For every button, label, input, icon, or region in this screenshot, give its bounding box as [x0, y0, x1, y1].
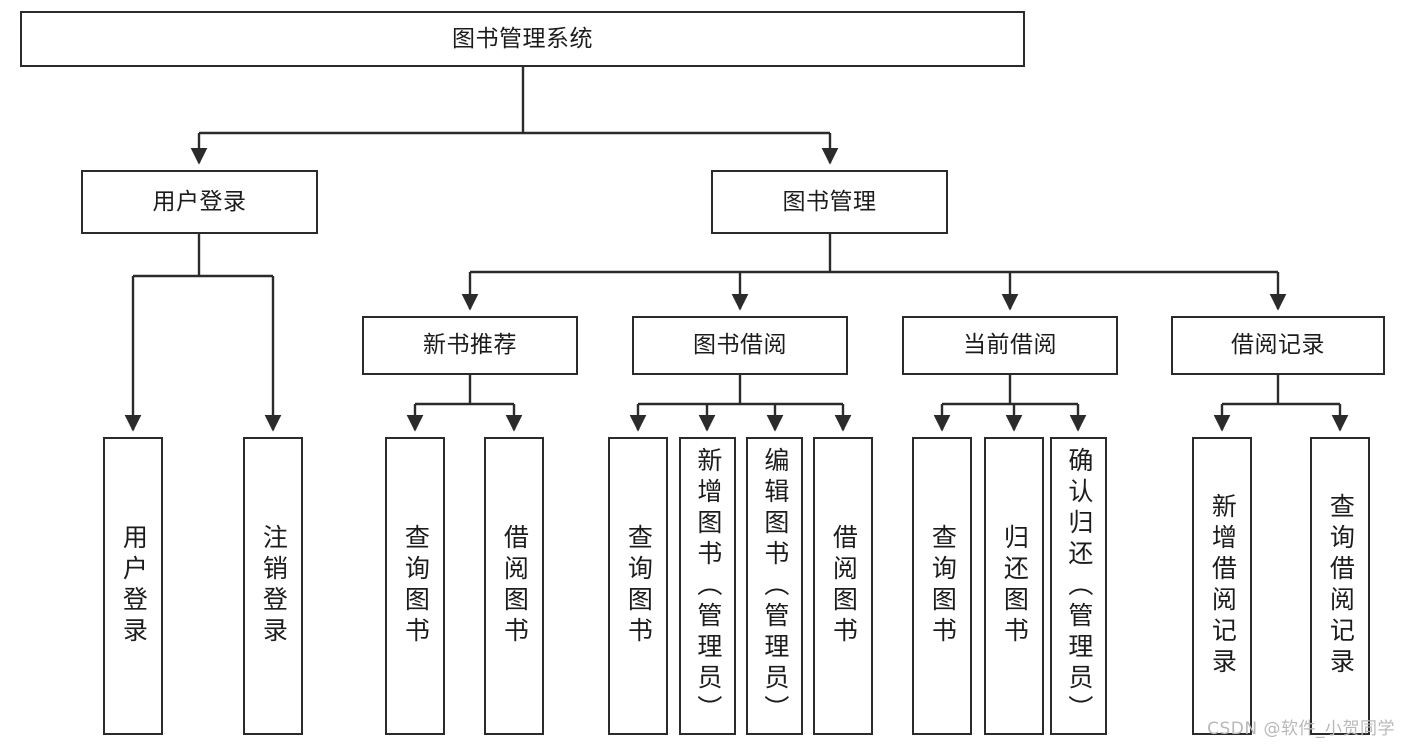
node-book-borrow-label: 图书借阅: [693, 332, 787, 359]
node-leaf-query-record-label: 查询借阅记录: [1326, 493, 1356, 679]
node-leaf-return-book-label: 归还图书: [1000, 524, 1030, 648]
node-leaf-logout-label: 注销登录: [259, 524, 289, 648]
node-leaf-add-book-label: 新增图书（管理员）: [693, 446, 723, 726]
node-root-label: 图书管理系统: [452, 25, 593, 52]
node-leaf-confirm-return[interactable]: 确认归还（管理员）: [1050, 437, 1107, 735]
node-leaf-query-book-2-label: 查询图书: [624, 524, 654, 648]
node-user-login[interactable]: 用户登录: [81, 170, 318, 234]
node-leaf-user-login-label: 用户登录: [119, 524, 149, 648]
node-new-book-rec[interactable]: 新书推荐: [362, 316, 578, 375]
node-leaf-query-book-1-label: 查询图书: [401, 524, 431, 648]
node-new-book-rec-label: 新书推荐: [423, 332, 517, 359]
node-leaf-query-book-1[interactable]: 查询图书: [385, 437, 445, 735]
node-leaf-edit-book[interactable]: 编辑图书（管理员）: [746, 437, 803, 735]
node-current-borrow-label: 当前借阅: [963, 332, 1057, 359]
node-user-login-label: 用户登录: [152, 188, 247, 215]
node-borrow-record[interactable]: 借阅记录: [1171, 316, 1385, 375]
node-root[interactable]: 图书管理系统: [20, 11, 1025, 67]
node-leaf-add-record[interactable]: 新增借阅记录: [1192, 437, 1252, 735]
node-book-borrow[interactable]: 图书借阅: [632, 316, 848, 375]
node-leaf-add-book[interactable]: 新增图书（管理员）: [679, 437, 736, 735]
node-leaf-borrow-book-1[interactable]: 借阅图书: [484, 437, 544, 735]
node-leaf-return-book[interactable]: 归还图书: [984, 437, 1044, 735]
node-leaf-query-book-3-label: 查询图书: [928, 524, 958, 648]
node-leaf-confirm-return-label: 确认归还（管理员）: [1064, 446, 1094, 726]
node-leaf-borrow-book-2[interactable]: 借阅图书: [813, 437, 873, 735]
node-leaf-borrow-book-1-label: 借阅图书: [500, 524, 530, 648]
node-leaf-add-record-label: 新增借阅记录: [1208, 493, 1238, 679]
node-book-manage[interactable]: 图书管理: [711, 170, 948, 234]
node-leaf-logout[interactable]: 注销登录: [243, 437, 303, 735]
node-book-manage-label: 图书管理: [782, 188, 877, 215]
node-leaf-borrow-book-2-label: 借阅图书: [829, 524, 859, 648]
node-current-borrow[interactable]: 当前借阅: [902, 316, 1118, 375]
node-borrow-record-label: 借阅记录: [1231, 332, 1325, 359]
watermark-text: CSDN @软件_小贺同学: [1207, 719, 1395, 739]
node-leaf-user-login[interactable]: 用户登录: [103, 437, 163, 735]
node-leaf-query-record[interactable]: 查询借阅记录: [1310, 437, 1370, 735]
node-leaf-query-book-3[interactable]: 查询图书: [912, 437, 972, 735]
node-leaf-query-book-2[interactable]: 查询图书: [608, 437, 668, 735]
node-leaf-edit-book-label: 编辑图书（管理员）: [760, 446, 790, 726]
